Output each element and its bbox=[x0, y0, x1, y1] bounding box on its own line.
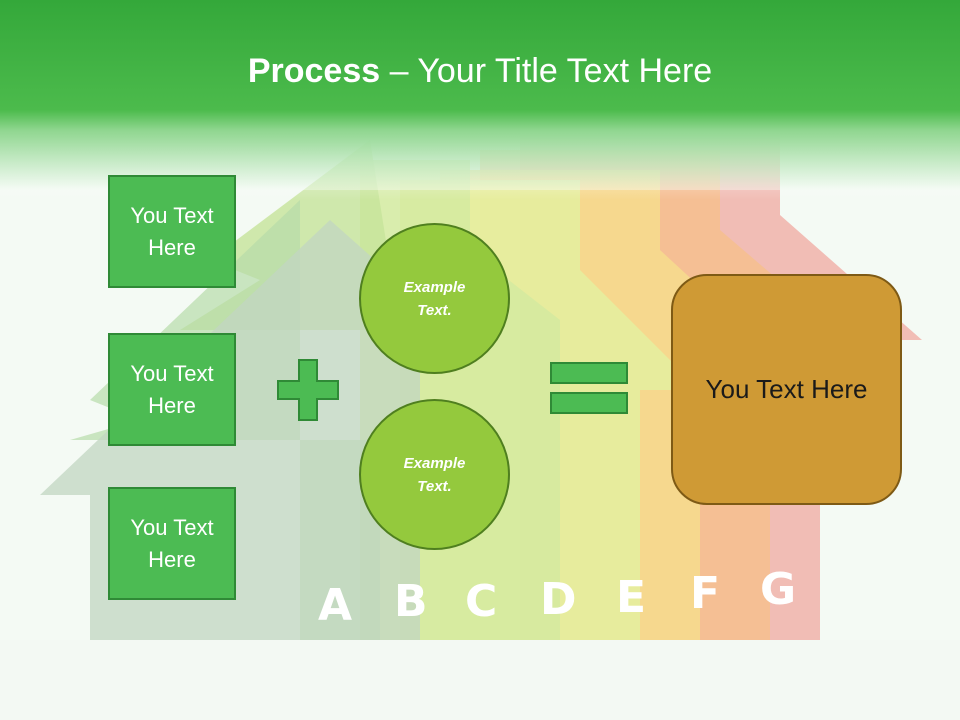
bg-letter-d: D bbox=[540, 574, 577, 625]
input-box-3: You Text Here bbox=[108, 487, 236, 600]
bg-letter-e: E bbox=[616, 572, 646, 623]
result-box: You Text Here bbox=[671, 274, 902, 505]
slide-title-bold: Process bbox=[247, 52, 381, 90]
plus-icon bbox=[277, 359, 339, 421]
input-box-1: You Text Here bbox=[108, 175, 236, 288]
bg-letter-a: A bbox=[318, 580, 352, 631]
bg-letter-f: F bbox=[690, 568, 720, 619]
title-banner bbox=[0, 0, 960, 190]
slide-title-rest: – Your Title Text Here bbox=[380, 52, 713, 90]
bg-letter-g: G bbox=[760, 564, 796, 615]
example-circle-1: Example Text. bbox=[359, 223, 510, 374]
equals-icon bbox=[550, 362, 628, 414]
input-box-2: You Text Here bbox=[108, 333, 236, 446]
slide-title: Process – Your Title Text Here bbox=[0, 52, 960, 91]
bg-letter-c: C bbox=[465, 576, 497, 627]
bg-letter-b: B bbox=[394, 576, 428, 627]
example-circle-2: Example Text. bbox=[359, 399, 510, 550]
